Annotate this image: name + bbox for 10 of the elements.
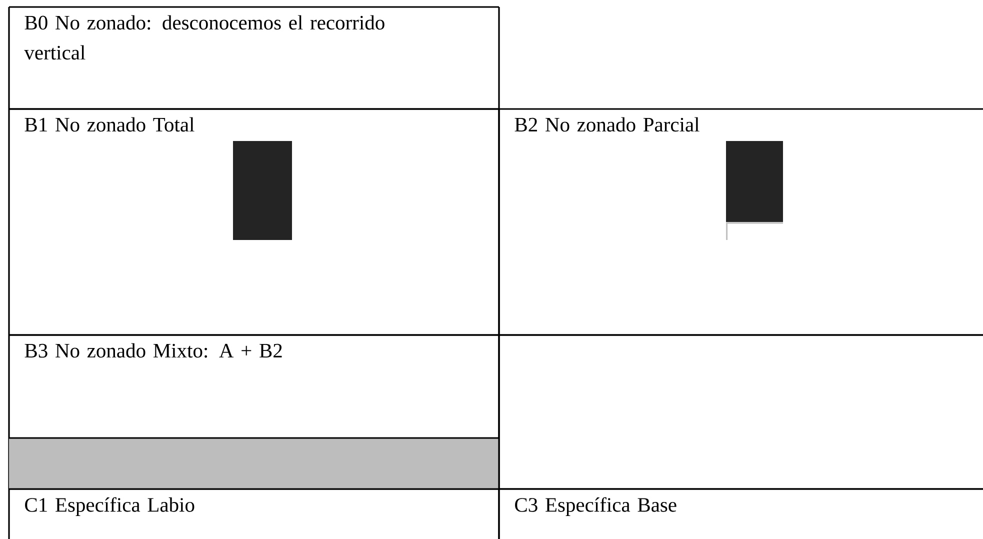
table-cell: C1 Específica Labio — [8, 488, 500, 539]
table-cell: B3 No zonado Mixto: A + B2 — [8, 334, 500, 490]
table-cell: B1 No zonado Total — [8, 108, 500, 336]
table-cell: B0 No zonado: desconocemos el recorrido vertical — [8, 6, 500, 110]
table-cell: C3 Específica Base — [498, 488, 983, 539]
empty-table-cell — [498, 334, 983, 490]
table-cell: B2 No zonado Parcial — [498, 108, 983, 336]
shaded-band — [9, 437, 499, 489]
dark-bar — [233, 141, 292, 240]
partial-bar — [726, 141, 783, 240]
